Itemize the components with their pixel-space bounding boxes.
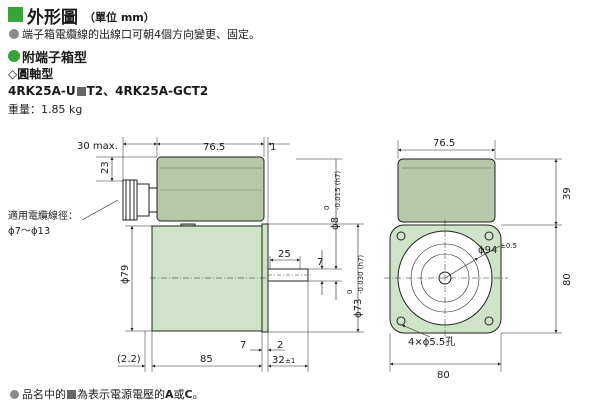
dim-phi73-group: ϕ73 0 -0.030 (h7) — [346, 255, 365, 318]
motor-body — [151, 225, 263, 332]
dim-7-bottom: 7 — [240, 340, 246, 351]
weight-text: 重量：1.85 kg — [8, 103, 83, 116]
dim-39: 39 — [562, 187, 573, 200]
footnote-end: 。 — [192, 388, 204, 401]
footnote: 品名中的為表示電源電壓的A或C。 — [22, 386, 204, 402]
dim-80-bottom: 80 — [437, 370, 450, 381]
note-text: 端子箱電纜線的出線口可朝4個方向變更、固定。 — [22, 28, 260, 41]
gray-bullet-icon — [9, 29, 19, 39]
dim-phi79: ϕ79 — [120, 265, 131, 284]
dim-7-shaft: 7 — [317, 257, 323, 268]
front-view — [384, 140, 562, 372]
cable-gland — [122, 179, 158, 221]
dim-holes: 4×ϕ5.5孔 — [408, 336, 455, 348]
model-part2: T2、4RK25A-GCT2 — [86, 84, 209, 98]
dim-30max: 30 max. — [77, 141, 118, 152]
dim-phi94: ϕ94 — [478, 245, 497, 256]
unit-label: （單位 mm） — [84, 11, 155, 24]
dim-front-76-5: 76.5 — [433, 138, 455, 149]
dim-phi8-tol: -0.015 (h7) — [334, 171, 342, 210]
dark-square-icon — [67, 390, 76, 399]
green-square-icon — [8, 7, 23, 22]
terminal-box — [156, 156, 265, 222]
dim-phi94-tol: ±0.5 — [500, 242, 517, 250]
dim-1: 1 — [270, 142, 276, 153]
dim-85: 85 — [200, 354, 213, 365]
dim-25: 25 — [278, 249, 291, 260]
page-title: 外形圖 — [27, 8, 78, 28]
footnote-part2: 為表示電源電壓的 — [77, 388, 165, 401]
dim-phi8-group: ϕ8 0 -0.015 (h7) — [323, 171, 342, 230]
dim-23: 23 — [100, 161, 111, 174]
cable-label-line1: 適用電纜線徑： — [8, 211, 78, 222]
dim-2: 2 — [277, 340, 283, 351]
side-view — [81, 137, 364, 372]
dim-side-76-5: 76.5 — [203, 142, 225, 153]
dim-80-right: 80 — [562, 273, 573, 286]
subsection-title: ◇圓軸型 — [8, 67, 54, 81]
dark-square-icon — [76, 87, 86, 96]
dim-32-tol: ±1 — [285, 357, 295, 365]
green-circle-icon — [8, 50, 20, 62]
dim-phi73-tol-top: 0 — [346, 290, 354, 294]
dim-phi8-tol-top: 0 — [323, 206, 331, 210]
dim-phi73-tol: -0.030 (h7) — [357, 255, 365, 294]
front-terminal-box — [397, 158, 496, 223]
dim-32: 32 — [272, 355, 285, 366]
dim-phi73: ϕ73 — [353, 299, 364, 318]
footnote-part1: 品名中的 — [22, 388, 66, 401]
section-title: 附端子箱型 — [22, 51, 88, 66]
cable-label-line2: ϕ7～ϕ13 — [8, 226, 51, 237]
footnote-a: A — [165, 388, 174, 401]
model-part1: 4RK25A-U — [8, 84, 76, 98]
dim-2-2: (2.2) — [117, 354, 141, 365]
footnote-c: C — [184, 388, 193, 401]
model-names: 4RK25A-U T2、4RK25A-GCT2 — [8, 82, 208, 99]
footnote-or: 或 — [173, 388, 185, 401]
footnote-bullet-icon — [10, 390, 19, 399]
dim-phi8: ϕ8 — [330, 217, 341, 230]
